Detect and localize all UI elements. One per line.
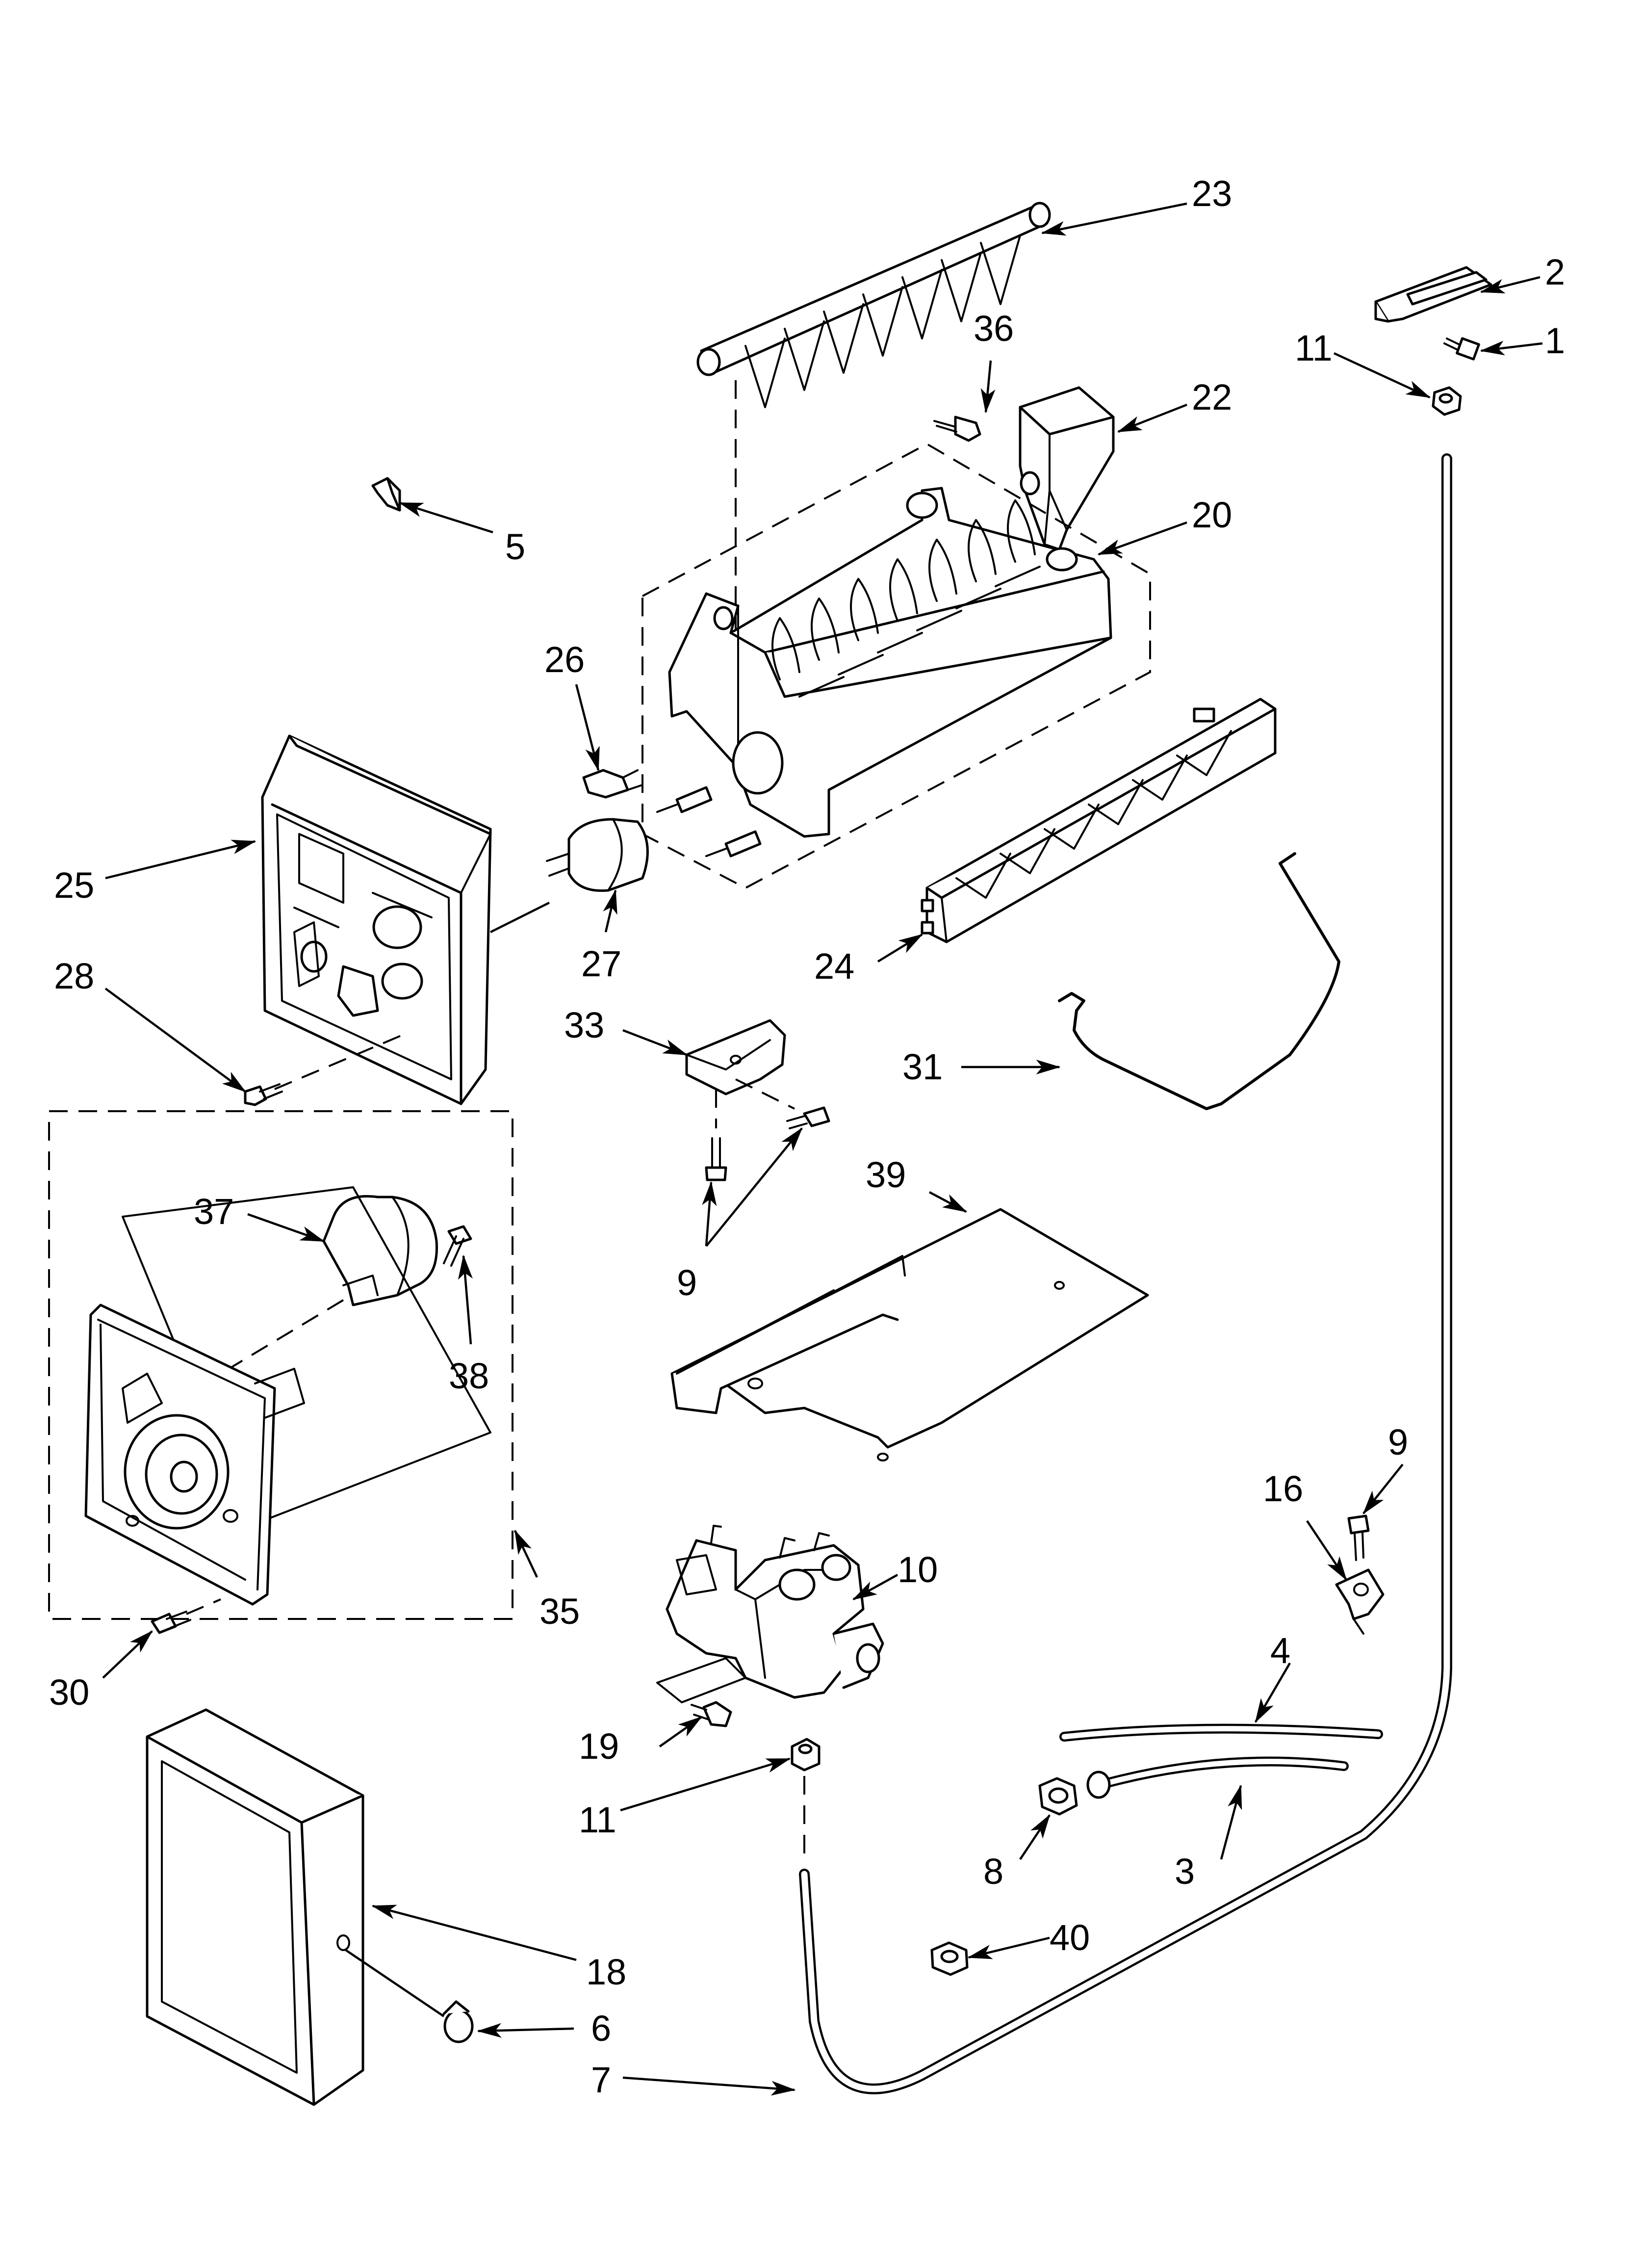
fill-cup-rail <box>696 202 1051 408</box>
callout-7: 7 <box>591 2059 611 2100</box>
tube-4 <box>1059 1723 1383 1742</box>
callout-24: 24 <box>814 946 854 987</box>
callout-1: 1 <box>1545 320 1565 361</box>
screw-9c <box>1347 1514 1370 1561</box>
tube-clamp <box>1335 1568 1385 1635</box>
cover-33 <box>685 1019 786 1095</box>
nut-40 <box>930 1941 969 1976</box>
screw-30 <box>151 1611 191 1634</box>
callout-33: 33 <box>564 1005 604 1045</box>
control-housing <box>261 734 492 1105</box>
water-tube <box>799 453 1452 2094</box>
motor-plate <box>84 1303 305 1606</box>
callout-9-center: 9 <box>677 1262 697 1303</box>
callout-18: 18 <box>586 1952 626 1992</box>
callout-3: 3 <box>1175 1851 1195 1892</box>
screw-36 <box>933 416 981 442</box>
callout-10: 10 <box>898 1549 938 1590</box>
screw-38 <box>443 1225 472 1267</box>
callout-5: 5 <box>505 526 525 567</box>
plug-6 <box>442 2000 474 2043</box>
motor-cover <box>322 1195 438 1306</box>
callout-23: 23 <box>1192 173 1232 214</box>
callout-11-valve: 11 <box>579 1799 616 1840</box>
callout-25: 25 <box>54 865 94 906</box>
compression-nut-8 <box>1038 1777 1078 1816</box>
leader-lines <box>102 202 1543 2096</box>
callout-39: 39 <box>866 1154 906 1195</box>
tube-3 <box>1086 1756 1349 1799</box>
screw-28 <box>244 1083 283 1106</box>
callout-9-right: 9 <box>1388 1422 1408 1462</box>
callout-16: 16 <box>1263 1468 1303 1509</box>
water-valve <box>656 1525 884 1703</box>
callout-35: 35 <box>539 1591 580 1632</box>
fill-cup <box>1019 386 1115 551</box>
shutoff-arm <box>1058 852 1340 1110</box>
wire-clip <box>371 477 401 512</box>
front-cover <box>146 1708 364 2106</box>
callout-26: 26 <box>544 639 585 680</box>
screw-9b <box>786 1106 830 1129</box>
callout-labels: 23 2 1 11 36 22 5 20 26 25 27 24 28 33 3… <box>49 173 1565 2100</box>
callout-40: 40 <box>1050 1917 1090 1958</box>
mounting-bracket <box>1374 266 1492 323</box>
callout-8: 8 <box>983 1851 1003 1892</box>
ice-mold <box>656 487 1112 858</box>
callout-31: 31 <box>902 1046 943 1087</box>
callout-28: 28 <box>54 956 94 996</box>
thermostat-clip <box>582 769 643 799</box>
heater-plate <box>670 1208 1149 1461</box>
hex-nut-top <box>1432 386 1462 416</box>
callout-22: 22 <box>1192 377 1232 417</box>
callout-38: 38 <box>449 1356 489 1396</box>
thermostat <box>546 818 649 892</box>
callout-11-top: 11 <box>1295 328 1333 368</box>
hex-nut-valve <box>791 1738 821 1772</box>
callout-2: 2 <box>1545 252 1565 292</box>
screw-19 <box>691 1701 732 1727</box>
callout-20: 20 <box>1192 495 1232 535</box>
callout-37: 37 <box>194 1191 234 1232</box>
callout-4: 4 <box>1270 1630 1290 1671</box>
screw-1 <box>1443 337 1480 361</box>
callout-19: 19 <box>579 1726 619 1767</box>
screw-9a <box>705 1137 727 1181</box>
callout-27: 27 <box>581 943 621 984</box>
callout-30: 30 <box>49 1672 89 1713</box>
callout-6: 6 <box>591 2008 611 2049</box>
mounting-arm <box>921 698 1277 943</box>
callout-36: 36 <box>974 308 1014 349</box>
